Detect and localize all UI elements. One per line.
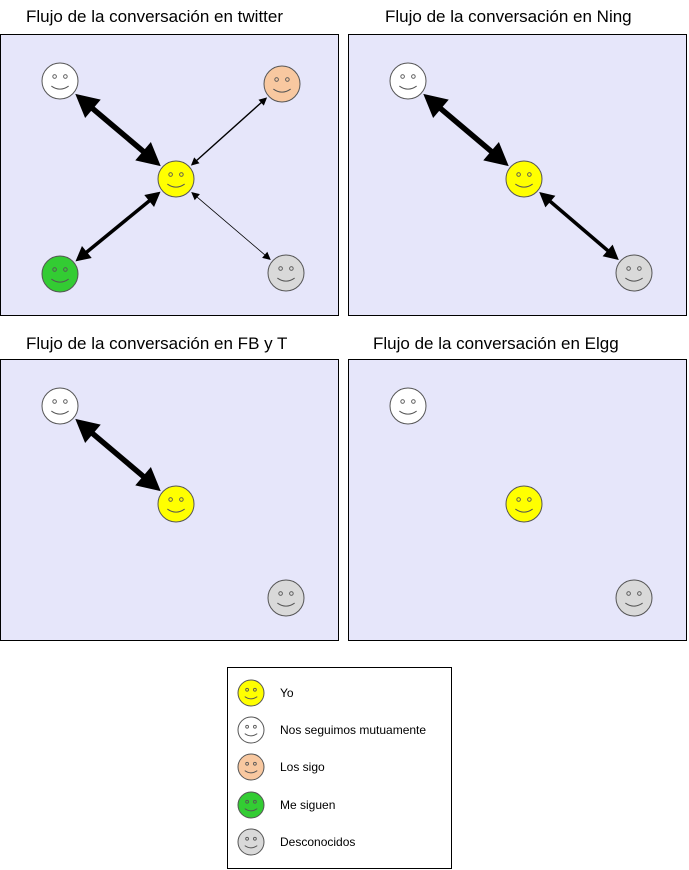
- node-mutual-icon: [389, 62, 427, 100]
- legend-label: Los sigo: [280, 760, 325, 774]
- bidirectional-arrow: [75, 93, 161, 167]
- bidirectional-arrow: [75, 191, 161, 262]
- panel-elgg: [348, 359, 687, 641]
- smiley-icon: [237, 716, 265, 744]
- node-yo-icon: [157, 485, 195, 523]
- node-yo-icon: [505, 485, 543, 523]
- smiley-me-siguen-icon: [237, 791, 265, 819]
- node-me-siguen-icon: [41, 255, 79, 293]
- panel-title-ning: Flujo de la conversación en Ning: [385, 7, 632, 26]
- panel-fb-t: [0, 359, 339, 641]
- smiley-icon: [237, 679, 265, 707]
- legend-item-los-sigo: Los sigo: [236, 751, 325, 783]
- smiley-icon: [237, 791, 265, 819]
- smiley-yo-icon: [237, 679, 265, 707]
- panel-title-twitter: Flujo de la conversación en twitter: [26, 7, 284, 26]
- node-desconocidos-icon: [615, 579, 653, 617]
- bidirectional-arrow: [539, 191, 619, 261]
- legend-label: Yo: [280, 686, 294, 700]
- legend-item-yo: Yo: [236, 677, 294, 709]
- node-yo-icon: [157, 160, 195, 198]
- bidirectional-arrow: [191, 191, 271, 261]
- node-mutual-icon: [41, 387, 79, 425]
- panel-title-fb-t: Flujo de la conversación en FB y T: [26, 334, 288, 353]
- smiley-mutual-icon: [237, 716, 265, 744]
- legend-item-desconocidos: Desconocidos: [236, 826, 355, 858]
- smiley-icon: [237, 753, 265, 781]
- node-los-sigo-icon: [263, 65, 301, 103]
- diagram-ning: [389, 62, 653, 292]
- smiley-desconocidos-icon: [237, 828, 265, 856]
- panel-twitter: [0, 34, 339, 316]
- diagram-twitter: [41, 62, 305, 293]
- panel-title-elgg: Flujo de la conversación en Elgg: [373, 334, 619, 353]
- bidirectional-arrow: [423, 93, 509, 167]
- bidirectional-arrow: [190, 97, 268, 166]
- smiley-los-sigo-icon: [237, 753, 265, 781]
- node-mutual-icon: [389, 387, 427, 425]
- diagram-fb-t: [41, 387, 305, 617]
- node-mutual-icon: [41, 62, 79, 100]
- legend: Yo Nos seguimos mutuamente Los sigo Me s…: [227, 667, 452, 869]
- smiley-icon: [237, 828, 265, 856]
- panel-ning: [348, 34, 687, 316]
- legend-item-me-siguen: Me siguen: [236, 789, 335, 821]
- node-desconocidos-icon: [615, 254, 653, 292]
- node-desconocidos-icon: [267, 254, 305, 292]
- legend-label: Desconocidos: [280, 835, 356, 849]
- diagram-elgg: [389, 387, 653, 617]
- node-yo-icon: [505, 160, 543, 198]
- legend-label: Me siguen: [280, 798, 336, 812]
- legend-label: Nos seguimos mutuamente: [280, 723, 427, 737]
- node-desconocidos-icon: [267, 579, 305, 617]
- legend-item-mutual: Nos seguimos mutuamente: [236, 714, 426, 746]
- bidirectional-arrow: [75, 418, 161, 492]
